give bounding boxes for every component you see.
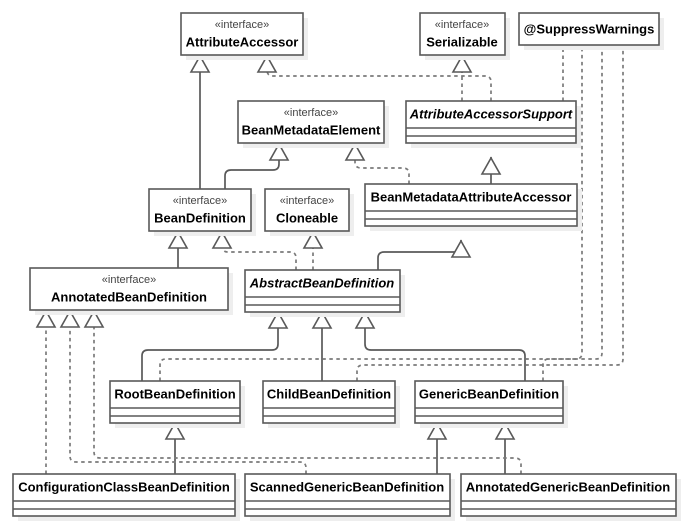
arrowhead-beanmetadataattributeaccessor: [450, 239, 472, 258]
node-beanmetadataattributeaccessor-name: BeanMetadataAttributeAccessor: [371, 189, 572, 204]
arrowhead-rootbeandefinition: [164, 421, 186, 440]
node-childbeandefinition[interactable]: ChildBeanDefinition: [262, 380, 400, 428]
node-beanmetadataelement-stereotype: «interface»: [284, 107, 338, 119]
node-annotatedbeandefinition-stereotype: «interface»: [102, 274, 156, 286]
node-attributeaccessor[interactable]: «interface» AttributeAccessor: [180, 12, 308, 60]
node-attributeaccessor-stereotype: «interface»: [215, 19, 269, 31]
arrowhead-annotatedbeandefinition-3: [83, 309, 105, 328]
node-beanmetadataattributeaccessor[interactable]: BeanMetadataAttributeAccessor: [364, 183, 582, 231]
node-serializable-name: Serializable: [426, 34, 498, 49]
node-abstractbeandefinition-name: AbstractBeanDefinition: [249, 275, 395, 290]
arrowhead-annotatedbeandefinition-1: [35, 309, 57, 328]
node-beanmetadataelement[interactable]: «interface» BeanMetadataElement: [237, 100, 389, 148]
node-annotatedgenericbeandefinition-name: AnnotatedGenericBeanDefinition: [466, 479, 670, 494]
node-attributeaccessorsupport-name: AttributeAccessorSupport: [409, 106, 573, 121]
edge-rootbeandefinition-to-suppresswarnings: [159, 45, 603, 381]
arrowhead-serializable: [451, 54, 473, 73]
edge-attributeaccessorsupport-to-attributeaccessor: [266, 69, 492, 101]
node-configurationclassbeandefinition[interactable]: ConfigurationClassBeanDefinition: [12, 473, 240, 521]
arrowhead-beanmetadataelement-2: [344, 142, 366, 161]
arrowhead-cloneable: [302, 230, 324, 249]
node-rootbeandefinition[interactable]: RootBeanDefinition: [109, 380, 245, 428]
node-suppresswarnings-name: @SuppressWarnings: [524, 21, 655, 36]
edge-layer: [45, 45, 624, 474]
node-configurationclassbeandefinition-name: ConfigurationClassBeanDefinition: [18, 479, 230, 494]
node-serializable[interactable]: «interface» Serializable: [419, 12, 510, 60]
node-annotatedgenericbeandefinition[interactable]: AnnotatedGenericBeanDefinition: [460, 473, 681, 521]
edge-scannedgenericbeandefinition-to-annotatedbeandefinition: [69, 324, 307, 474]
edge-beandefinition-to-beanmetadataelement: [224, 157, 280, 189]
arrowhead-beandefinition-1: [167, 230, 189, 249]
node-beandefinition[interactable]: «interface» BeanDefinition: [148, 188, 256, 236]
arrowhead-attributeaccessorsupport: [480, 156, 502, 175]
node-childbeandefinition-name: ChildBeanDefinition: [267, 386, 391, 401]
arrowhead-abstractbeandefinition-1: [267, 310, 289, 329]
node-rootbeandefinition-name: RootBeanDefinition: [114, 386, 235, 401]
node-cloneable-name: Cloneable: [276, 210, 338, 225]
node-annotatedbeandefinition[interactable]: «interface» AnnotatedBeanDefinition: [29, 267, 233, 315]
node-cloneable-stereotype: «interface»: [280, 195, 334, 207]
arrowhead-beanmetadataelement-1: [268, 142, 290, 161]
edge-beanmetadataattributeaccessor-to-beanmetadataelement: [354, 157, 410, 184]
edge-childbeandefinition-to-suppresswarnings: [356, 45, 624, 381]
arrowhead-abstractbeandefinition-2: [311, 310, 333, 329]
node-abstractbeandefinition[interactable]: AbstractBeanDefinition: [244, 269, 405, 317]
edge-annotatedgenericbeandefinition-to-annotatedbeandefinition: [93, 324, 522, 474]
edge-abstractbeandefinition-to-beanmetadataattributeaccessor: [377, 240, 462, 270]
arrowhead-genericbeandefinition-2: [494, 421, 516, 440]
edge-abstractbeandefinition-to-beandefinition: [221, 245, 297, 270]
arrowhead-annotatedbeandefinition-2: [59, 309, 81, 328]
arrowhead-beandefinition-2: [211, 230, 233, 249]
arrowhead-layer: [35, 54, 516, 440]
node-serializable-stereotype: «interface»: [435, 19, 489, 31]
arrowhead-attributeaccessor-1: [189, 54, 211, 73]
edge-rootbeandefinition-to-abstractbeandefinition: [141, 326, 279, 381]
node-layer: «interface» AttributeAccessor «interface…: [12, 12, 681, 521]
arrowhead-genericbeandefinition-1: [426, 421, 448, 440]
node-beanmetadataelement-name: BeanMetadataElement: [242, 122, 381, 137]
node-attributeaccessor-name: AttributeAccessor: [186, 34, 299, 49]
arrowhead-abstractbeandefinition-3: [354, 310, 376, 329]
edge-genericbeandefinition-to-abstractbeandefinition: [364, 326, 526, 381]
arrowhead-attributeaccessor-2: [256, 54, 278, 73]
node-beandefinition-stereotype: «interface»: [173, 195, 227, 207]
node-scannedgenericbeandefinition-name: ScannedGenericBeanDefinition: [250, 479, 444, 494]
node-beandefinition-name: BeanDefinition: [154, 210, 246, 225]
node-attributeaccessorsupport[interactable]: AttributeAccessorSupport: [405, 100, 581, 148]
node-suppresswarnings[interactable]: @SuppressWarnings: [518, 12, 664, 50]
node-cloneable[interactable]: «interface» Cloneable: [264, 188, 354, 236]
node-scannedgenericbeandefinition[interactable]: ScannedGenericBeanDefinition: [244, 473, 455, 521]
node-genericbeandefinition-name: GenericBeanDefinition: [419, 386, 559, 401]
node-annotatedbeandefinition-name: AnnotatedBeanDefinition: [51, 289, 207, 304]
node-genericbeandefinition[interactable]: GenericBeanDefinition: [414, 380, 568, 428]
